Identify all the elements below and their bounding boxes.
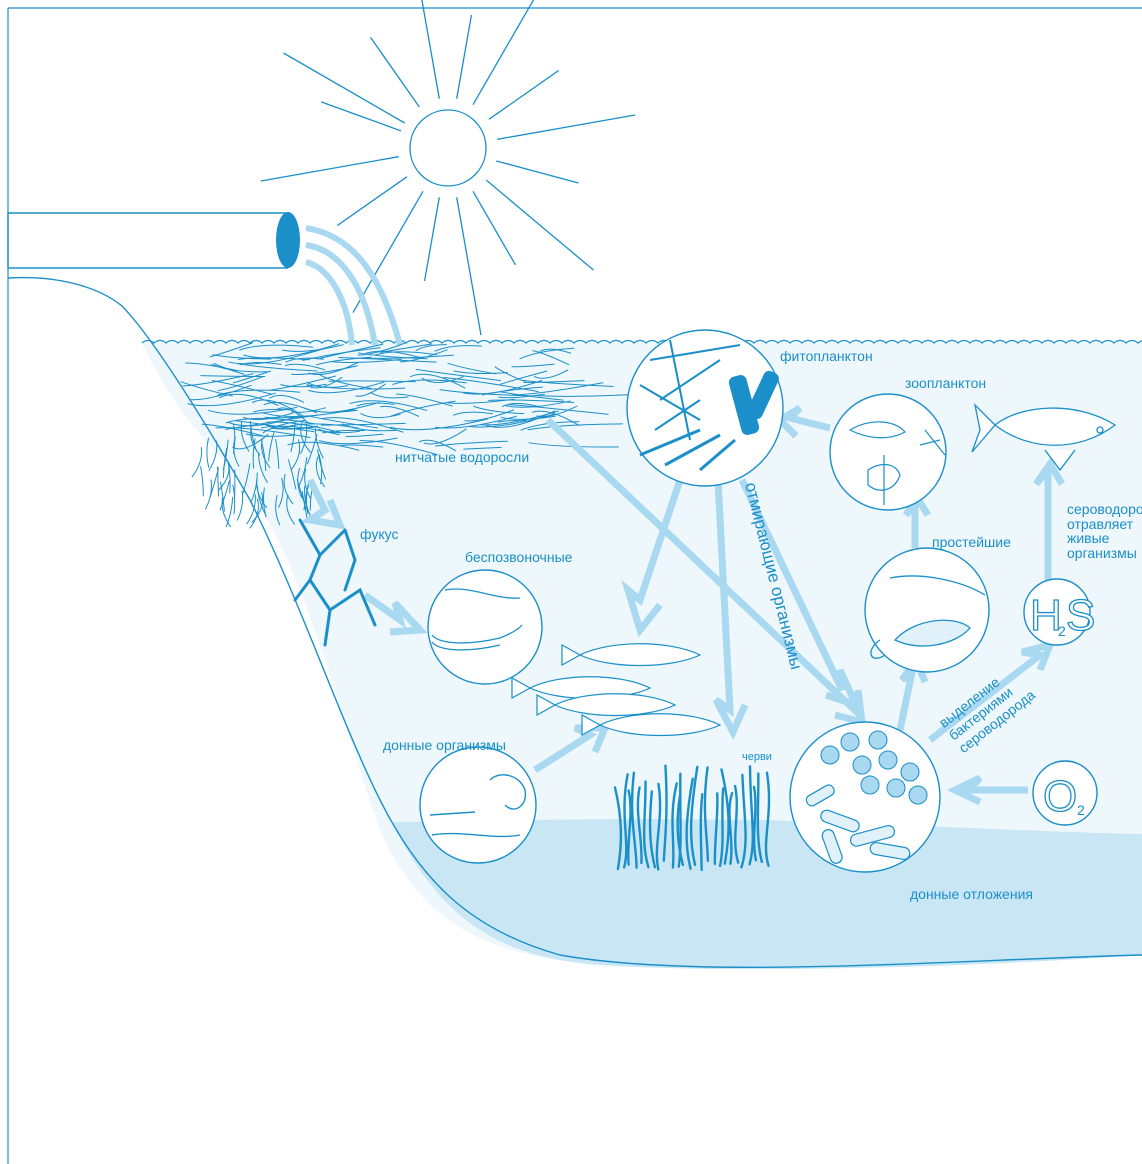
zooplankton-circle <box>830 394 946 510</box>
h2s-poisons-line-2: отравляет <box>1067 517 1142 532</box>
sun-ray <box>337 177 407 226</box>
h2s-poisons-line-3: живые <box>1067 531 1142 546</box>
water-surface-waves <box>142 341 1142 344</box>
sun-ray <box>486 180 593 270</box>
label-fucus: фукус <box>360 527 399 542</box>
coccus <box>869 731 887 749</box>
invertebrates-circle <box>428 570 542 684</box>
sun-ray <box>457 197 481 335</box>
sun-ray <box>473 191 516 265</box>
sun-ray <box>425 197 440 281</box>
sun-ray <box>261 157 399 181</box>
protozoa-circle <box>865 548 989 672</box>
sun-ray <box>489 71 559 120</box>
label-benthic-organisms: донные организмы <box>383 738 506 753</box>
phytoplankton-circle <box>627 330 783 486</box>
h2s-poisons-line-4: организмы <box>1067 546 1142 561</box>
algae-strand <box>201 466 204 496</box>
h2s-sub: 2 <box>1058 623 1066 639</box>
label-bottom-sediments: донные отложения <box>910 887 1033 902</box>
sun-ray <box>371 37 420 107</box>
o2-sub: 2 <box>1077 802 1085 818</box>
coccus <box>879 751 897 769</box>
coccus <box>909 786 927 804</box>
sun-icon <box>261 0 635 335</box>
algae-strand <box>192 447 202 477</box>
o2-o: O <box>1043 772 1077 821</box>
label-worms: черви <box>742 752 772 764</box>
coccus <box>841 733 859 751</box>
sun-ray <box>496 161 578 183</box>
worm <box>754 787 756 860</box>
pipe-outflow <box>306 228 400 345</box>
sun-ray <box>321 102 401 131</box>
label-phytoplankton: фитопланктон <box>780 349 873 364</box>
algae-strand <box>237 490 242 520</box>
sun-ray <box>457 15 472 99</box>
coccus <box>861 776 879 794</box>
label-protozoa: простейшие <box>932 535 1011 550</box>
label-invertebrates: беспозвоночные <box>465 550 572 565</box>
label-h2s-poisons: сероводород отравляет живые организмы <box>1067 502 1142 561</box>
h2s-s: S <box>1066 591 1095 640</box>
h2s-h: H <box>1030 591 1062 640</box>
coccus <box>901 763 919 781</box>
sun-ray <box>497 115 635 139</box>
sun-ray <box>283 53 404 123</box>
label-filamentous-algae: нитчатые водоросли <box>395 450 529 465</box>
coccus <box>821 746 839 764</box>
label-zooplankton: зоопланктон <box>905 376 986 391</box>
worm <box>701 794 702 870</box>
coccus <box>887 779 905 797</box>
h2s-poisons-line-1: сероводород <box>1067 502 1142 517</box>
benthic-organisms-circle <box>420 747 536 863</box>
o2-circle: O 2 <box>1033 761 1097 825</box>
sun-ray <box>415 0 439 99</box>
pipe-icon <box>8 212 300 268</box>
coccus <box>853 756 871 774</box>
bacteria-circle <box>790 722 940 872</box>
